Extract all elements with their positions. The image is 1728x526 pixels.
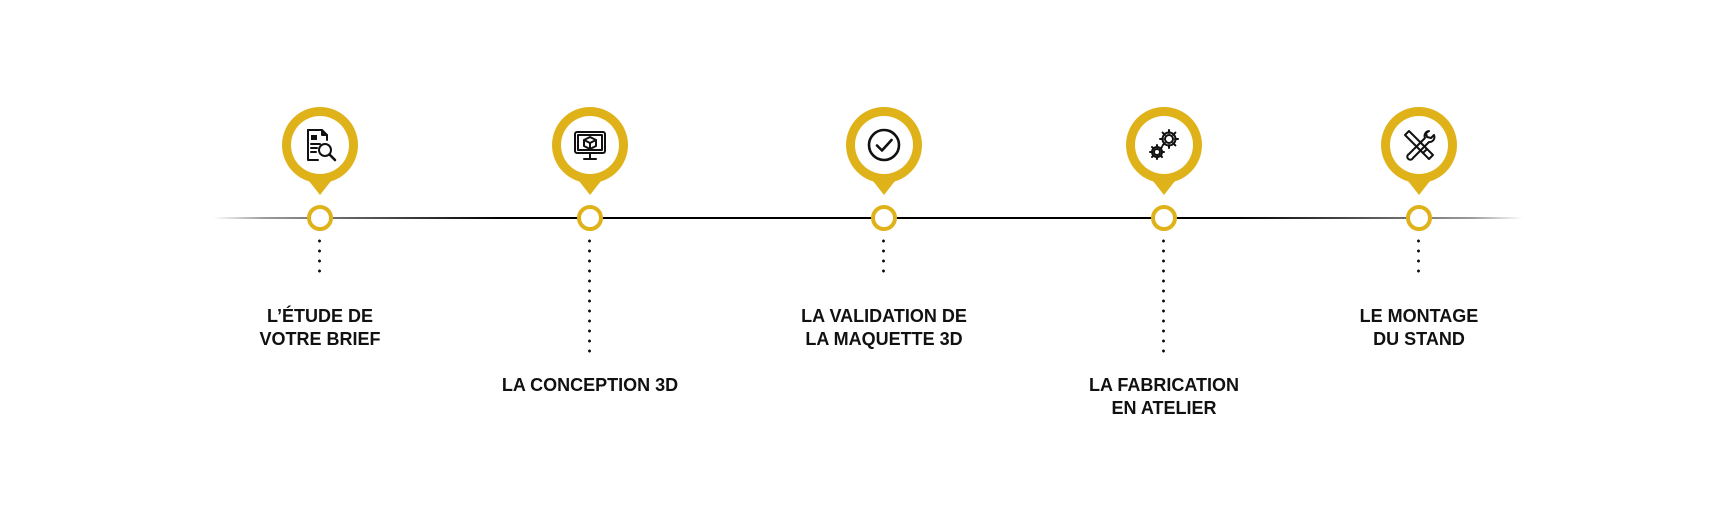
- gears-icon: [1149, 129, 1179, 160]
- dotted-connector: [1162, 236, 1165, 358]
- step-node: [307, 205, 333, 231]
- step-node: [871, 205, 897, 231]
- step-label-line: L’ÉTUDE DE: [266, 306, 373, 326]
- step-label-line: LA FABRICATION: [1089, 375, 1239, 395]
- step-label: LA CONCEPTION 3D: [440, 374, 740, 397]
- step-node: [577, 205, 603, 231]
- dotted-connector: [1417, 236, 1420, 273]
- step-label-line: EN ATELIER: [1111, 398, 1217, 418]
- step-marker: [846, 107, 922, 183]
- step-marker: [1126, 107, 1202, 183]
- step-label-line: LA VALIDATION DE: [801, 306, 967, 326]
- check-circle-icon: [867, 128, 901, 162]
- step-label-line: LA CONCEPTION 3D: [501, 375, 679, 395]
- step-node: [1406, 205, 1432, 231]
- step-label: LA VALIDATION DE LA MAQUETTE 3D: [734, 305, 1034, 351]
- step-marker: [282, 107, 358, 183]
- step-label-line: LE MONTAGE: [1359, 306, 1479, 326]
- dotted-connector: [318, 236, 321, 273]
- step-label-line: DU STAND: [1373, 329, 1465, 349]
- step-marker: [1381, 107, 1457, 183]
- step-label-line: LA MAQUETTE 3D: [805, 329, 963, 349]
- step-label: LE MONTAGE DU STAND: [1269, 305, 1569, 351]
- step-label: L’ÉTUDE DE VOTRE BRIEF: [170, 305, 470, 351]
- step-label: LA FABRICATION EN ATELIER: [1014, 374, 1314, 420]
- step-label-line: VOTRE BRIEF: [259, 329, 381, 349]
- step-marker: [552, 107, 628, 183]
- dotted-connector: [882, 236, 885, 273]
- tools-icon: [1404, 130, 1436, 161]
- dotted-connector: [588, 236, 591, 358]
- document-search-icon: [307, 129, 337, 162]
- step-node: [1151, 205, 1177, 231]
- monitor-3d-cube-icon: [574, 131, 606, 160]
- timeline-line: [213, 217, 1523, 219]
